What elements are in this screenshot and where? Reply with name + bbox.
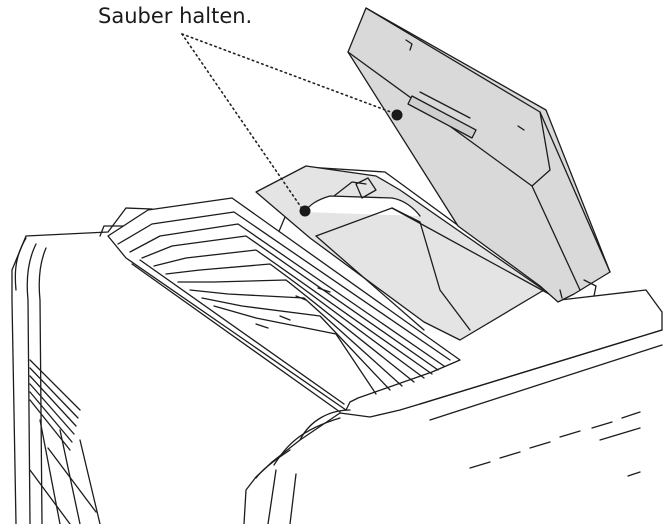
lid-handle <box>407 95 477 139</box>
leader-line-chamber <box>181 33 304 211</box>
ash-tray <box>107 197 461 411</box>
leader-line-lid <box>181 33 397 115</box>
target-dot-icon <box>299 205 311 217</box>
target-dot-icon <box>391 109 403 121</box>
callout-label: Sauber halten. <box>98 4 253 28</box>
hopper-lid <box>347 7 611 303</box>
